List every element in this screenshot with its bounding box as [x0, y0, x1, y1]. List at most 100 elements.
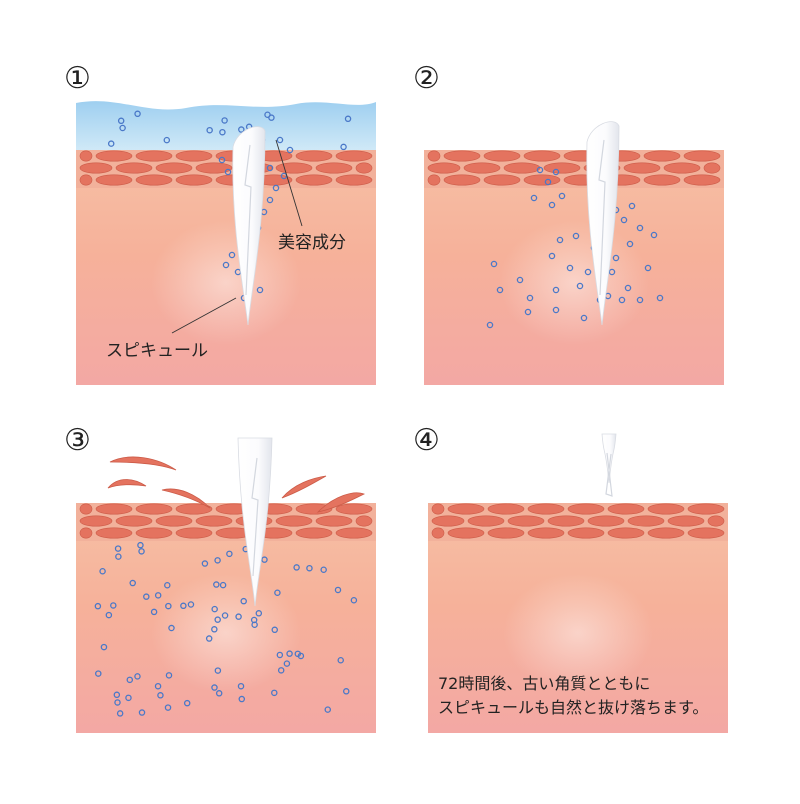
ingredient-particle	[206, 126, 213, 134]
ingredient-particle	[548, 201, 556, 209]
ingredient-particle	[164, 581, 171, 589]
ingredient-particle	[293, 564, 300, 571]
flaking-cell	[107, 479, 147, 489]
skin-cell	[443, 174, 481, 186]
ingredient-particle	[286, 146, 294, 154]
ingredient-particle	[214, 667, 222, 674]
ingredient-particle	[221, 612, 229, 619]
ingredient-particle	[556, 236, 564, 244]
skin-cell	[587, 515, 625, 527]
ingredient-particle	[286, 650, 293, 657]
ingredient-particle	[115, 553, 122, 560]
ingredient-particle	[656, 294, 664, 302]
ingredient-particle	[266, 196, 274, 204]
skin-cell	[687, 527, 725, 539]
skin-cell	[135, 527, 173, 539]
ingredient-particle	[306, 564, 313, 572]
ingredient-particle	[134, 673, 141, 680]
skin-cell	[95, 527, 133, 539]
ingredient-particle	[119, 124, 126, 132]
skin-cell	[295, 174, 333, 186]
ingredient-particle	[125, 694, 132, 702]
ingredient-particle	[552, 306, 560, 314]
skin-block-1	[76, 150, 376, 385]
ingredient-particle	[154, 682, 162, 690]
skin-cell	[663, 162, 701, 174]
ingredient-particle	[490, 260, 498, 268]
ingredient-particle	[558, 192, 566, 200]
ingredient-particle	[205, 635, 213, 642]
skin-cell	[447, 503, 485, 515]
step-number-2: ②	[413, 61, 440, 96]
skin-cell	[543, 162, 581, 174]
ingredient-particle	[105, 611, 113, 619]
ingredient-particle	[165, 672, 173, 679]
ingredient-particle	[180, 602, 187, 610]
ingredient-particle	[552, 168, 560, 176]
ingredient-particle	[580, 314, 588, 322]
ingredient-particle	[626, 240, 634, 248]
flaking-cell	[316, 492, 365, 513]
skin-cell	[643, 174, 681, 186]
step-number-4: ④	[413, 423, 440, 458]
ingredient-particle	[572, 232, 580, 240]
ingredient-particle	[163, 136, 171, 144]
ingredient-particle	[276, 651, 284, 659]
ingredient-particle	[266, 164, 274, 172]
skin-cell	[643, 150, 681, 162]
ingredient-particle	[544, 178, 552, 186]
ingredient-particle	[165, 602, 172, 610]
ingredient-particle	[218, 156, 226, 164]
ingredient-particle	[222, 261, 230, 269]
skin-cell	[683, 150, 721, 162]
ingredient-particle	[340, 143, 347, 151]
skin-cell	[95, 174, 133, 186]
ingredient-particle	[337, 656, 344, 664]
ingredient-particle	[261, 556, 268, 563]
skin-cell	[175, 527, 213, 539]
ingredient-particle	[524, 308, 532, 316]
ingredient-particle	[219, 128, 226, 136]
ingredient-particle	[138, 709, 146, 716]
skin-cell	[115, 162, 153, 174]
ingredient-particle	[94, 602, 102, 610]
serum-layer	[76, 101, 376, 156]
skin-cell	[79, 515, 113, 527]
ingredient-particle	[219, 581, 227, 589]
skin-cell	[95, 150, 133, 162]
skin-cell	[295, 150, 333, 162]
ingredient-particle	[548, 252, 556, 260]
skin-cell	[507, 515, 545, 527]
skin-cell	[487, 527, 525, 539]
ingredient-particle	[157, 692, 164, 699]
ingredient-particle	[271, 689, 278, 697]
ingredient-particle	[283, 660, 291, 667]
ingredient-particle	[576, 282, 584, 290]
ingredient-particle	[644, 264, 652, 272]
skin-cell	[527, 503, 565, 515]
ingredient-particle	[276, 136, 284, 144]
skin-cell	[195, 515, 233, 527]
ingredient-particle	[526, 294, 534, 302]
spicule-2	[586, 121, 620, 326]
label-spicule: スピキュール	[106, 341, 208, 361]
ingredient-particle	[211, 605, 218, 613]
ingredient-particle	[496, 286, 504, 294]
skin-block-2	[424, 150, 724, 385]
ingredient-particle	[150, 608, 158, 616]
skin-cell	[79, 150, 93, 162]
ingredient-particle	[213, 581, 220, 588]
skin-cell	[427, 150, 441, 162]
ingredient-particle	[116, 710, 124, 717]
skin-cell	[447, 527, 485, 539]
ingredient-particle	[238, 126, 245, 133]
ingredient-particle	[536, 166, 544, 174]
ingredient-particle	[620, 216, 628, 224]
ingredient-particle	[584, 268, 592, 276]
ingredient-particle	[134, 110, 141, 118]
ingredient-particle	[154, 592, 162, 599]
ingredient-particle	[251, 621, 258, 628]
ingredient-particle	[114, 545, 122, 552]
skin-cell	[315, 515, 353, 527]
ingredient-particle	[334, 586, 342, 594]
